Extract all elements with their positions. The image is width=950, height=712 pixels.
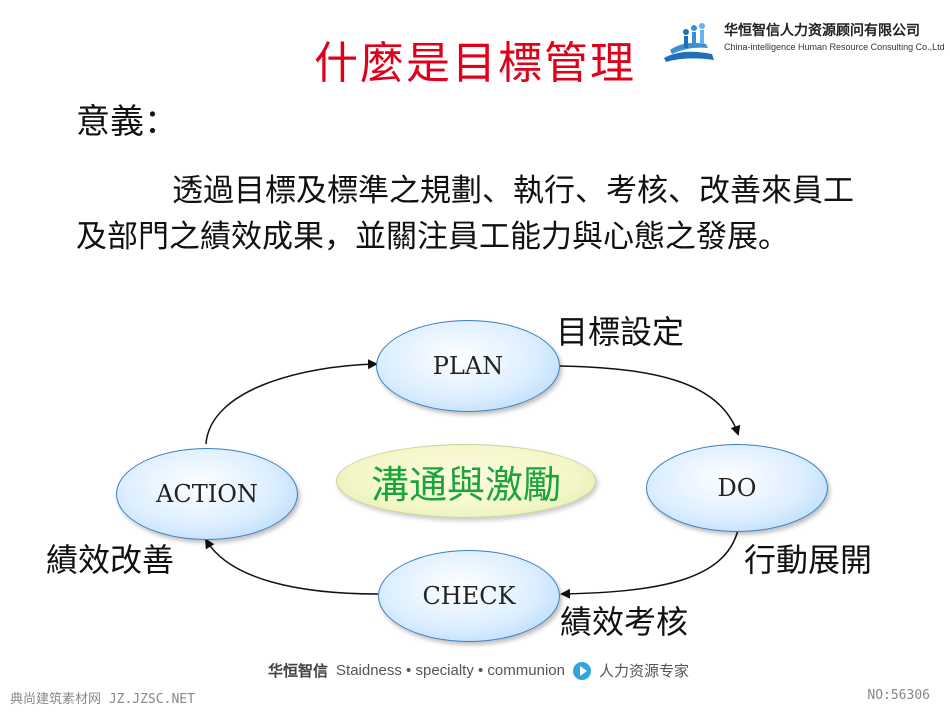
arrow-check-to-action (204, 538, 379, 595)
center-node: 溝通與激勵 (336, 444, 596, 518)
footer-brand: 华恒智信 (268, 662, 329, 680)
action-node: ACTION (116, 448, 298, 540)
check-node: CHECK (378, 550, 560, 642)
footer-slogan: 华恒智信 Staidness • specialty • communion 人… (268, 660, 689, 681)
do-node: DO (646, 444, 828, 532)
plan-label: 目標設定 (556, 313, 685, 351)
page-title: 什麼是目標管理 (314, 38, 636, 89)
arrow-action-to-plan (205, 359, 378, 445)
do-label: 行動展開 (744, 541, 873, 579)
company-logo: 华恒智信人力资源顾问有限公司 China-intelligence Human … (662, 18, 947, 66)
watermark-right: NO:56306 (867, 688, 930, 703)
company-name-cn: 华恒智信人力资源顾问有限公司 (724, 23, 920, 39)
meaning-line-2: 來員工及部門之績效成果，並關注員工能力與心 (76, 173, 854, 255)
footer-tagline: 人力资源专家 (598, 663, 689, 680)
meaning-line-3: 態之發展。 (634, 219, 789, 255)
arrow-plan-to-do (559, 365, 741, 436)
check-label: 績效考核 (560, 603, 689, 641)
company-name-en: China-intelligence Human Resource Consul… (724, 42, 945, 52)
watermark-left: 典尚建筑素材网 JZ.JZSC.NET (10, 692, 195, 707)
meaning-label: 意義： (76, 102, 178, 142)
play-icon (572, 661, 591, 680)
watermark-bar: 典尚建筑素材网 JZ.JZSC.NET NO:56306 (0, 684, 950, 712)
footer-slogan-text: Staidness • specialty • communion (336, 662, 565, 679)
meaning-paragraph: 透過目標及標準之規劃、執行、考核、改善來員工及部門之績效成果，並關注員工能力與心… (76, 168, 876, 260)
action-label: 績效改善 (46, 541, 175, 579)
arrow-do-to-check (560, 529, 739, 599)
plan-node: PLAN (376, 320, 560, 412)
company-logo-icon (664, 23, 714, 62)
meaning-line-1: 透過目標及標準之規劃、執行、考核、改善 (172, 173, 761, 209)
